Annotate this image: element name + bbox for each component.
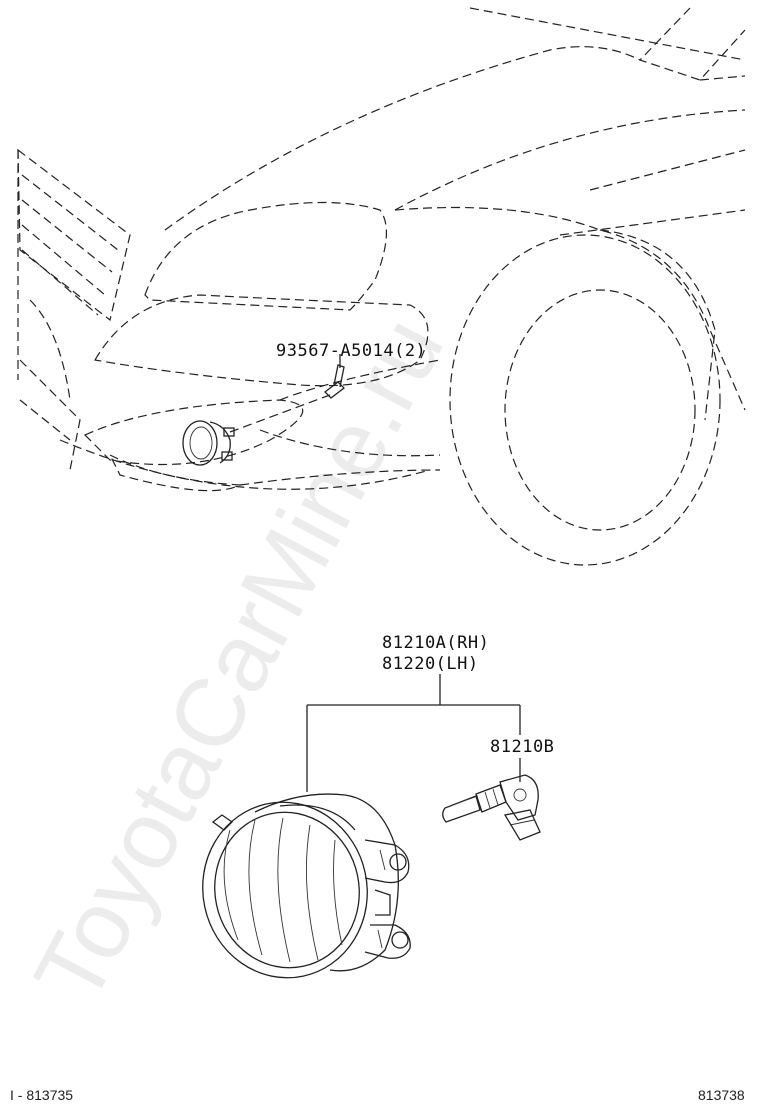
- car-front-illustration: [17, 7, 746, 566]
- fog-lamp-rh-part-number[interactable]: 81210A(RH): [382, 633, 489, 653]
- installed-fog-lamp[interactable]: [182, 394, 331, 466]
- footer-left-code: I - 813735: [10, 1087, 73, 1103]
- fog-lamp-lh-part-number[interactable]: 81220(LH): [382, 654, 479, 674]
- callout-bracket: [306, 674, 521, 792]
- bolt-part-number[interactable]: 93567-A5014(2): [276, 341, 426, 361]
- footer-right-code: 813738: [698, 1087, 745, 1103]
- fog-lamp-assembly[interactable]: [186, 787, 411, 993]
- bulb-part-number[interactable]: 81210B: [490, 737, 554, 757]
- fog-bulb[interactable]: [442, 774, 541, 841]
